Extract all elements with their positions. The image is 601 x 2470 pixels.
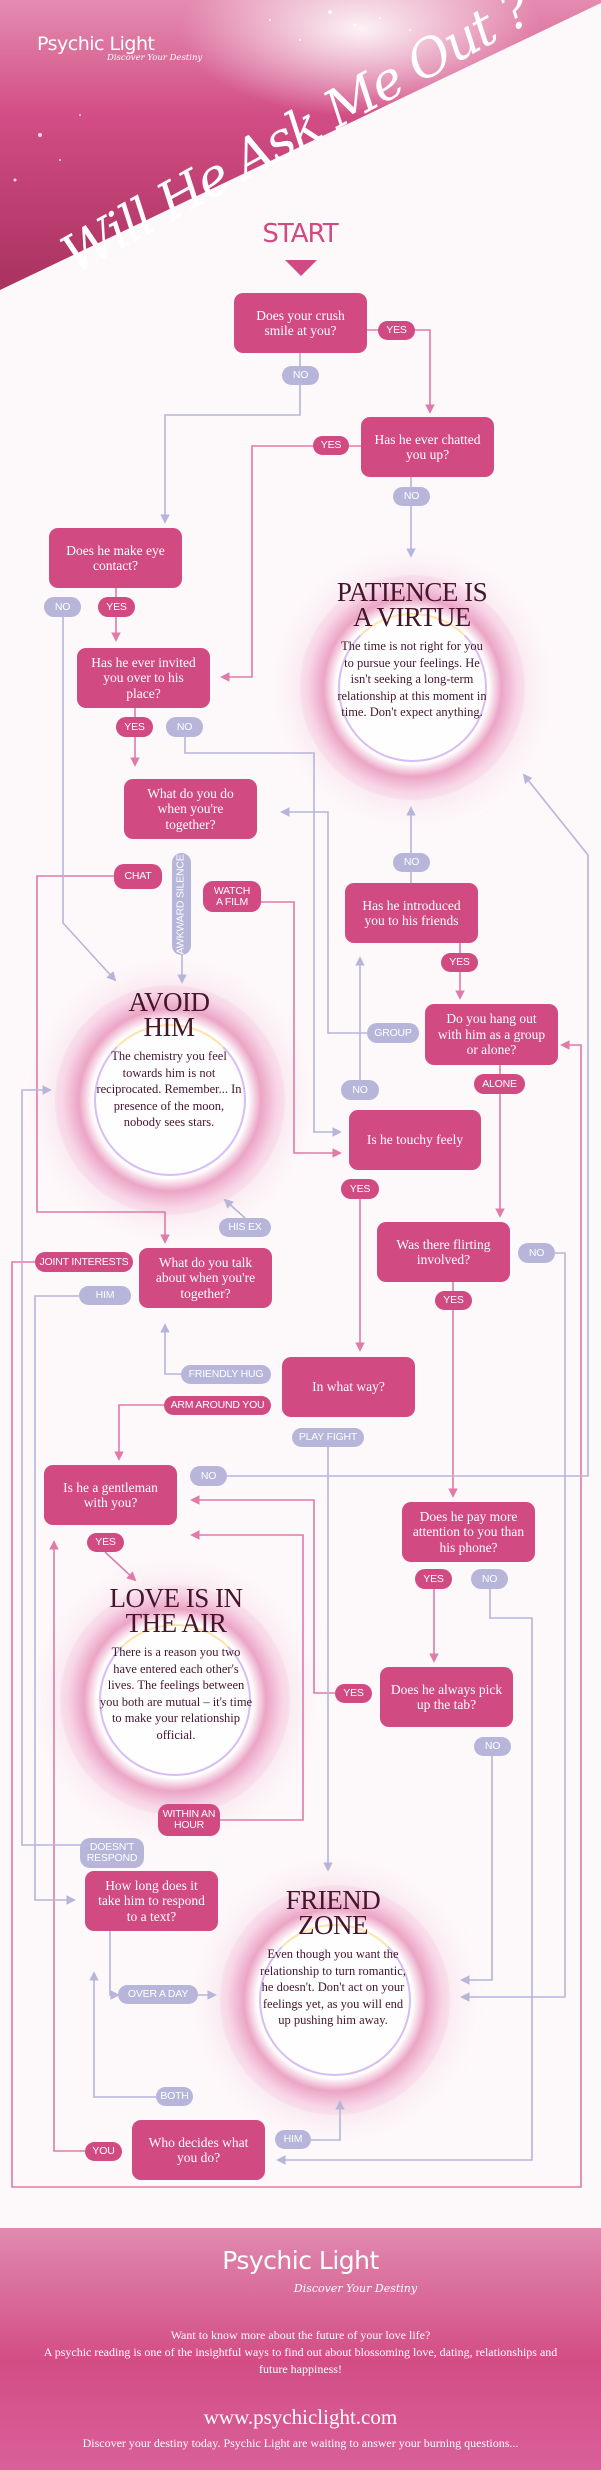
question-chatted[interactable]: Has he ever chatted you up? bbox=[361, 417, 494, 477]
answer-his-ex[interactable]: HIS EX bbox=[219, 1218, 271, 1237]
answer-yes[interactable]: YES bbox=[415, 1569, 452, 1589]
footer-line1: Want to know more about the future of yo… bbox=[170, 2328, 431, 2342]
answer-group[interactable]: GROUP bbox=[367, 1023, 419, 1043]
answer-joint-interests[interactable]: JOINT INTERESTS bbox=[35, 1252, 133, 1272]
result-patience: PATIENCE IS A VIRTUE The time is not rig… bbox=[322, 577, 502, 721]
logo-tagline: Discover Your Destiny bbox=[107, 53, 203, 63]
answer-yes[interactable]: YES bbox=[87, 1533, 124, 1552]
footer-tagline: Discover Your Destiny bbox=[293, 2282, 418, 2295]
footer-logo[interactable]: Psychic Light bbox=[222, 2246, 379, 2275]
question-introduced[interactable]: Has he introduced you to his friends bbox=[345, 883, 478, 943]
question-tab[interactable]: Does he always pick up the tab? bbox=[380, 1667, 513, 1727]
answer-no[interactable]: NO bbox=[166, 717, 203, 737]
question-gentleman[interactable]: Is he a gentleman with you? bbox=[44, 1465, 177, 1525]
question-way[interactable]: In what way? bbox=[282, 1357, 415, 1417]
header-logo[interactable]: Psychic Light Discover Your Destiny bbox=[37, 33, 202, 63]
result-avoid-title: AVOID HIM bbox=[128, 987, 210, 1042]
result-avoid-body: The chemistry you feel towards him is no… bbox=[96, 1049, 242, 1129]
result-patience-body: The time is not right for you to pursue … bbox=[337, 639, 487, 719]
answer-yes[interactable]: YES bbox=[98, 597, 135, 617]
result-friend: FRIEND ZONE Even though you want the rel… bbox=[243, 1885, 423, 2029]
question-together[interactable]: What do you do when you're together? bbox=[124, 779, 257, 839]
answer-both[interactable]: BOTH bbox=[156, 2087, 193, 2106]
question-hangout[interactable]: Do you hang out with him as a group or a… bbox=[425, 1004, 558, 1065]
logo-text: Psychic Light bbox=[37, 33, 155, 55]
answer-awkward-silence-label: AWKWARD SILENCE bbox=[175, 853, 188, 955]
answer-him[interactable]: HIM bbox=[79, 1286, 131, 1305]
answer-no[interactable]: NO bbox=[471, 1569, 508, 1589]
answer-alone[interactable]: ALONE bbox=[474, 1074, 525, 1094]
answer-no[interactable]: NO bbox=[393, 853, 430, 872]
result-patience-title: PATIENCE IS A VIRTUE bbox=[336, 577, 488, 632]
answer-yes[interactable]: YES bbox=[116, 717, 153, 737]
answer-no[interactable]: NO bbox=[518, 1243, 555, 1263]
answer-watch-film[interactable]: WATCH A FILM bbox=[203, 881, 261, 912]
question-talk[interactable]: What do you talk about when you're toget… bbox=[139, 1248, 272, 1308]
answer-yes[interactable]: YES bbox=[435, 1291, 472, 1310]
footer-line2: A psychic reading is one of the insightf… bbox=[43, 2345, 558, 2376]
answer-you[interactable]: YOU bbox=[85, 2142, 122, 2161]
answer-yes[interactable]: YES bbox=[335, 1684, 372, 1703]
answer-chat[interactable]: CHAT bbox=[114, 864, 162, 889]
start-arrow-icon bbox=[285, 260, 317, 276]
answer-no[interactable]: NO bbox=[341, 1080, 379, 1100]
answer-no[interactable]: NO bbox=[44, 597, 81, 617]
start-label: START bbox=[262, 219, 338, 249]
answer-over-a-day[interactable]: OVER A DAY bbox=[118, 1985, 198, 2004]
question-flirting[interactable]: Was there flirting involved? bbox=[377, 1222, 510, 1282]
result-avoid: AVOID HIM The chemistry you feel towards… bbox=[80, 987, 258, 1131]
result-halo bbox=[60, 1585, 290, 1815]
answer-within-an-hour[interactable]: WITHIN AN HOUR bbox=[158, 1804, 220, 1836]
answer-play-fight[interactable]: PLAY FIGHT bbox=[292, 1428, 364, 1447]
question-eye-contact[interactable]: Does he make eye contact? bbox=[49, 528, 182, 588]
footer: Psychic Light Discover Your Destiny Want… bbox=[0, 2228, 601, 2470]
question-touchy[interactable]: Is he touchy feely bbox=[349, 1110, 481, 1170]
result-love-title: LOVE IS IN THE AIR bbox=[109, 1583, 243, 1638]
answer-yes[interactable]: YES bbox=[441, 953, 478, 972]
answer-awkward-silence[interactable]: AWKWARD SILENCE bbox=[172, 853, 191, 955]
result-love: LOVE IS IN THE AIR There is a reason you… bbox=[86, 1583, 266, 1743]
answer-no[interactable]: NO bbox=[282, 366, 319, 385]
result-love-body: There is a reason you two have entered e… bbox=[99, 1645, 253, 1742]
question-attention[interactable]: Does he pay more attention to you than h… bbox=[402, 1502, 535, 1562]
footer-line3: Discover your destiny today. Psychic Lig… bbox=[82, 2436, 519, 2450]
question-decides[interactable]: Who decides what you do? bbox=[132, 2120, 265, 2180]
answer-friendly-hug[interactable]: FRIENDLY HUG bbox=[181, 1365, 271, 1384]
answer-yes[interactable]: YES bbox=[313, 436, 349, 455]
result-halo bbox=[300, 575, 525, 800]
answer-him[interactable]: HIM bbox=[275, 2130, 311, 2149]
header-band bbox=[0, 0, 601, 290]
question-respond[interactable]: How long does it take him to respond to … bbox=[85, 1871, 218, 1931]
result-halo bbox=[220, 1885, 450, 2115]
answer-no[interactable]: NO bbox=[474, 1737, 511, 1756]
answer-yes[interactable]: YES bbox=[341, 1179, 379, 1199]
footer-url[interactable]: www.psychiclight.com bbox=[203, 2405, 398, 2429]
answer-arm-around-you[interactable]: ARM AROUND YOU bbox=[164, 1396, 271, 1415]
answer-no[interactable]: NO bbox=[393, 487, 430, 506]
question-invited[interactable]: Has he ever invited you over to his plac… bbox=[77, 648, 210, 708]
result-halo bbox=[55, 985, 285, 1215]
answer-doesnt-respond[interactable]: DOESN'T RESPOND bbox=[80, 1838, 144, 1868]
result-friend-title: FRIEND ZONE bbox=[285, 1885, 381, 1940]
answer-no[interactable]: NO bbox=[190, 1466, 227, 1486]
result-friend-body: Even though you want the relationship to… bbox=[260, 1947, 406, 2027]
answer-yes[interactable]: YES bbox=[378, 321, 415, 340]
question-smile[interactable]: Does your crush smile at you? bbox=[234, 293, 367, 353]
